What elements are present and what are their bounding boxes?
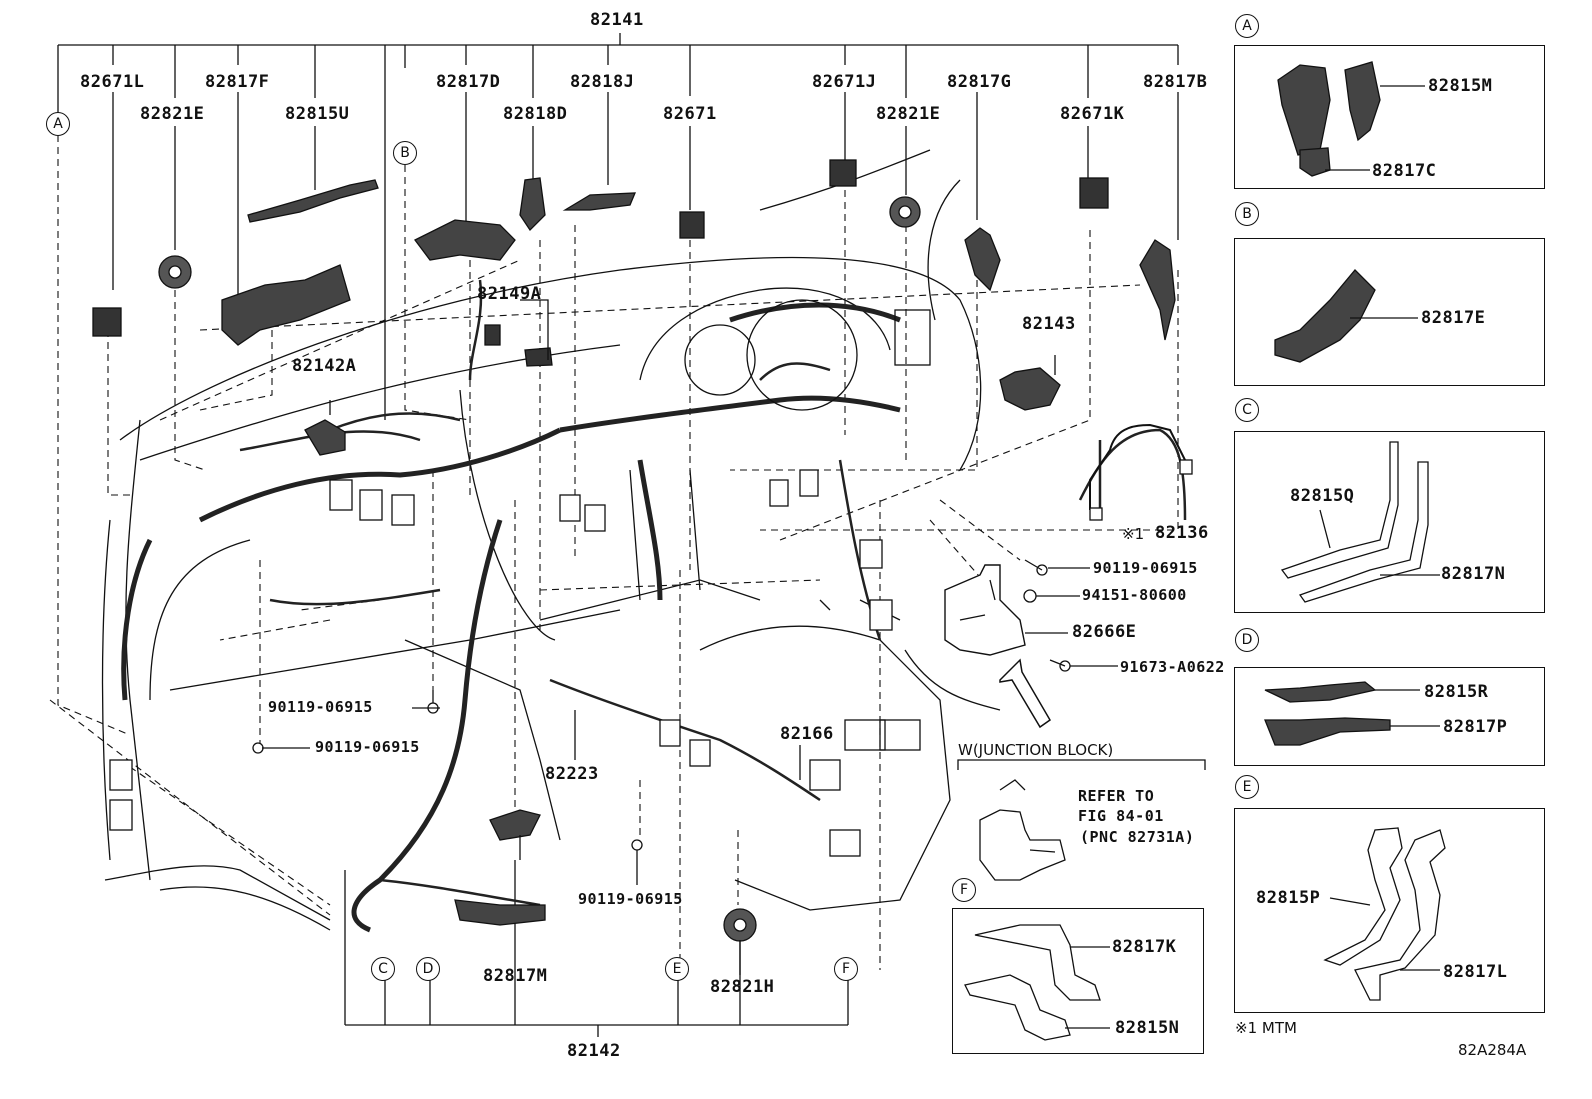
detail-box-e (1234, 808, 1545, 1013)
callout-b-detail: B (1235, 202, 1259, 226)
label-82671L: 82671L (80, 72, 145, 92)
label-82141: 82141 (590, 10, 644, 30)
label-82142: 82142 (567, 1041, 621, 1061)
label-82817P: 82817P (1443, 717, 1508, 737)
figure-code: 82A284A (1458, 1041, 1527, 1059)
label-82815U: 82815U (285, 104, 350, 124)
label-82817M: 82817M (483, 966, 548, 986)
label-82166: 82166 (780, 724, 834, 744)
label-82817L: 82817L (1443, 962, 1508, 982)
callout-f-main: F (834, 957, 858, 981)
callout-c-detail: C (1235, 398, 1259, 422)
label-82817G: 82817G (947, 72, 1012, 92)
label-82149A: 82149A (477, 284, 542, 304)
junction-refer-line2: FIG 84-01 (1078, 807, 1164, 825)
label-82223: 82223 (545, 764, 599, 784)
junction-block-title: W(JUNCTION BLOCK) (958, 741, 1114, 759)
label-82817D: 82817D (436, 72, 501, 92)
callout-a-detail: A (1235, 14, 1259, 38)
label-90119-06915-center: 90119-06915 (578, 890, 683, 908)
label-82818D: 82818D (503, 104, 568, 124)
label-82136: 82136 (1155, 523, 1209, 543)
label-82815N: 82815N (1115, 1018, 1180, 1038)
detail-box-a (1234, 45, 1545, 189)
label-82817E: 82817E (1421, 308, 1486, 328)
callout-c-main: C (371, 957, 395, 981)
detail-box-b (1234, 238, 1545, 386)
label-94151-80600: 94151-80600 (1082, 586, 1187, 604)
callout-b-main: B (393, 141, 417, 165)
callout-d-detail: D (1235, 628, 1259, 652)
label-82666E: 82666E (1072, 622, 1137, 642)
callout-e-detail: E (1235, 775, 1259, 799)
callout-e-main: E (665, 957, 689, 981)
detail-box-f (952, 908, 1204, 1054)
label-82142A: 82142A (292, 356, 357, 376)
label-82817F: 82817F (205, 72, 270, 92)
label-82143: 82143 (1022, 314, 1076, 334)
label-82671J: 82671J (812, 72, 877, 92)
callout-f-detail: F (952, 878, 976, 902)
detail-box-d (1234, 667, 1545, 766)
label-82815P: 82815P (1256, 888, 1321, 908)
label-82815R: 82815R (1424, 682, 1489, 702)
label-82671: 82671 (663, 104, 717, 124)
label-82817N: 82817N (1441, 564, 1506, 584)
label-82821E-left: 82821E (140, 104, 205, 124)
label-82671K: 82671K (1060, 104, 1125, 124)
label-90119-06915-left2: 90119-06915 (315, 738, 420, 756)
label-90119-06915-right: 90119-06915 (1093, 559, 1198, 577)
detail-box-c (1234, 431, 1545, 613)
junction-refer-line1: REFER TO (1078, 787, 1155, 805)
label-82818J: 82818J (570, 72, 635, 92)
label-82817B: 82817B (1143, 72, 1208, 92)
label-91673-A0622: 91673-A0622 (1120, 658, 1225, 676)
footnote-mtm: ※1 MTM (1235, 1019, 1297, 1037)
label-82817K: 82817K (1112, 937, 1177, 957)
label-82821H: 82821H (710, 977, 775, 997)
label-82817C: 82817C (1372, 161, 1437, 181)
label-90119-06915-left1: 90119-06915 (268, 698, 373, 716)
label-82815M: 82815M (1428, 76, 1493, 96)
junction-refer-line3: (PNC 82731A) (1080, 828, 1195, 846)
callout-a-main: A (46, 112, 70, 136)
callout-d-main: D (416, 957, 440, 981)
label-82815Q: 82815Q (1290, 486, 1355, 506)
label-82821E-right: 82821E (876, 104, 941, 124)
mark-82136: ※1 (1122, 525, 1145, 543)
